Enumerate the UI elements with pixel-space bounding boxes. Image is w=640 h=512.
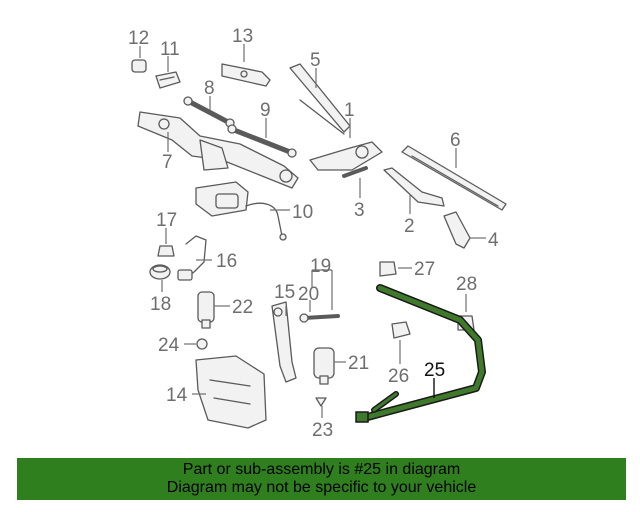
callout-13: 13 xyxy=(232,26,253,47)
part-4-cover xyxy=(443,211,471,249)
callout-26: 26 xyxy=(388,366,409,387)
part-6-wiper-blade xyxy=(401,145,507,211)
part-17-cap xyxy=(157,245,175,257)
callout-14: 14 xyxy=(166,385,188,406)
part-3-arm-link xyxy=(342,166,368,178)
callout-12: 12 xyxy=(128,28,149,49)
part-14-washer-reservoir xyxy=(195,355,267,429)
hose-connector xyxy=(355,411,369,423)
callout-16: 16 xyxy=(216,251,237,272)
callout-8: 8 xyxy=(204,78,215,99)
callout-10: 10 xyxy=(292,202,313,223)
part-24-grommet xyxy=(196,338,208,350)
part-7-linkage-frame xyxy=(137,111,299,189)
callout-1: 1 xyxy=(344,100,355,121)
callout-25-highlighted: 25 xyxy=(424,360,445,381)
part-8-link-rod xyxy=(183,96,235,128)
callout-leaders xyxy=(139,44,486,418)
callout-22: 22 xyxy=(232,297,253,318)
part-13-bracket xyxy=(221,63,271,87)
callout-28: 28 xyxy=(456,274,477,295)
callout-18: 18 xyxy=(150,294,171,315)
part-26-check-valve xyxy=(391,321,411,339)
callout-24: 24 xyxy=(158,335,180,356)
part-16-bracket xyxy=(177,235,207,281)
callout-15: 15 xyxy=(274,282,295,303)
callout-labels: 12 11 13 8 9 7 5 1 6 3 2 4 10 17 16 18 2… xyxy=(128,26,499,441)
callout-4: 4 xyxy=(488,230,499,251)
callout-2: 2 xyxy=(404,216,415,237)
part-2-wiper-arm xyxy=(383,167,445,207)
part-10-wiper-motor xyxy=(195,181,287,241)
callout-20: 20 xyxy=(298,284,319,305)
banner-line-disclaimer: Diagram may not be specific to your vehi… xyxy=(166,479,477,496)
part-11-cap xyxy=(155,71,181,89)
callout-5: 5 xyxy=(310,50,321,71)
part-12-clip xyxy=(131,59,147,73)
callout-23: 23 xyxy=(312,420,333,441)
callout-19: 19 xyxy=(310,256,331,277)
part-23-grommet xyxy=(315,397,327,407)
part-1-arm-assembly xyxy=(309,141,383,171)
part-5-wiper-arm xyxy=(289,63,351,135)
info-banner: Part or sub-assembly is #25 in diagram D… xyxy=(17,458,626,500)
callout-6: 6 xyxy=(450,130,461,151)
exploded-parts-diagram: 12 11 13 8 9 7 5 1 6 3 2 4 10 17 16 18 2… xyxy=(128,26,507,441)
part-9-drive-rod xyxy=(227,124,297,158)
callout-7: 7 xyxy=(162,152,173,173)
callout-11: 11 xyxy=(160,39,180,60)
callout-27: 27 xyxy=(414,259,435,280)
part-15-filler-neck xyxy=(271,301,297,383)
part-22-washer-pump xyxy=(197,291,215,329)
part-27-clip xyxy=(379,261,397,277)
callout-3: 3 xyxy=(354,200,365,221)
callout-17: 17 xyxy=(156,210,177,231)
banner-line-part-number: Part or sub-assembly is #25 in diagram xyxy=(182,461,461,478)
part-18-cap xyxy=(149,264,171,280)
callout-21: 21 xyxy=(348,353,369,374)
callout-9: 9 xyxy=(260,100,271,121)
part-21-washer-pump xyxy=(313,347,335,385)
part-20-connector xyxy=(299,313,340,323)
part-25-washer-hose xyxy=(355,284,486,423)
